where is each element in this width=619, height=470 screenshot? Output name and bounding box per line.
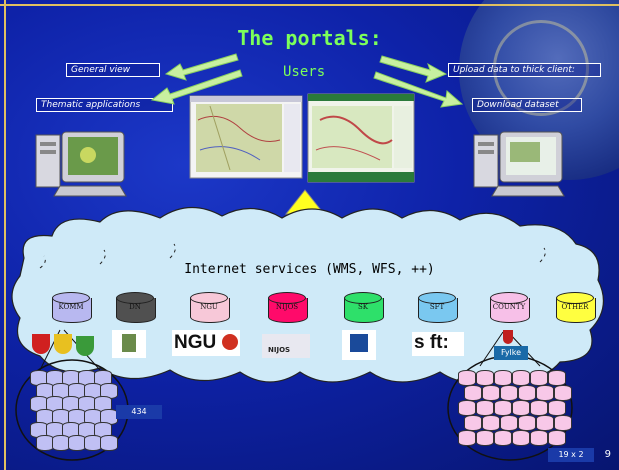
mini-database bbox=[518, 385, 536, 401]
mini-database bbox=[458, 430, 476, 446]
mini-database bbox=[482, 385, 500, 401]
mini-database bbox=[530, 430, 548, 446]
gold-frame-left bbox=[4, 0, 6, 470]
database-other: OTHER bbox=[556, 292, 596, 323]
right-count-badge: 19 x 2 bbox=[548, 448, 594, 462]
database-label: OTHER bbox=[561, 303, 589, 311]
ngu-logo-text: NGU bbox=[174, 332, 217, 353]
mini-database bbox=[464, 385, 482, 401]
database-label: DN bbox=[129, 303, 141, 311]
database-sk: SK bbox=[344, 292, 384, 323]
mini-database bbox=[494, 430, 512, 446]
municipal-shield-green bbox=[76, 336, 94, 356]
database-label: KOMM bbox=[58, 303, 84, 311]
arrow-to-general-view bbox=[164, 53, 239, 81]
mini-database bbox=[554, 385, 572, 401]
callout-right-1 bbox=[479, 331, 504, 367]
fylke-shield bbox=[503, 330, 513, 344]
mini-database bbox=[476, 370, 494, 386]
mini-database bbox=[500, 415, 518, 431]
download-dataset-box: Download dataset bbox=[472, 98, 582, 112]
general-view-box: General view bbox=[66, 63, 160, 77]
mini-database bbox=[536, 415, 554, 431]
users-label: Users bbox=[283, 64, 326, 80]
arrow-to-thematic bbox=[150, 69, 243, 105]
mini-database bbox=[548, 430, 566, 446]
internet-services-label: Internet services (WMS, WFS, ++) bbox=[184, 262, 435, 277]
mini-database bbox=[536, 385, 554, 401]
database-label: NIJOS bbox=[275, 303, 299, 311]
mini-database bbox=[100, 435, 118, 451]
mini-database bbox=[476, 400, 494, 416]
map-screenshot-1 bbox=[189, 95, 303, 179]
database-label: NGU bbox=[200, 303, 218, 311]
mini-database bbox=[464, 415, 482, 431]
dn-logo bbox=[112, 330, 146, 358]
fylke-badge: Fylke bbox=[494, 346, 528, 360]
mini-database bbox=[530, 370, 548, 386]
ngu-logo: NGU bbox=[172, 330, 240, 356]
mini-database bbox=[494, 370, 512, 386]
left-count-badge: 434 bbox=[116, 405, 162, 419]
mini-database bbox=[476, 430, 494, 446]
thematic-applications-box: Thematic applications bbox=[36, 98, 173, 112]
nijos-logo: NIJOS bbox=[262, 334, 310, 358]
cloud-wisps bbox=[39, 243, 546, 269]
seal-ring-decoration bbox=[493, 20, 589, 116]
arrow-to-download bbox=[373, 71, 464, 108]
page-number: 9 bbox=[604, 449, 611, 460]
upload-data-box: Upload data to thick client: bbox=[448, 63, 601, 77]
municipal-shield-red bbox=[32, 334, 50, 354]
mini-database bbox=[518, 415, 536, 431]
mini-database bbox=[548, 400, 566, 416]
municipal-logos bbox=[32, 334, 98, 356]
computer-right bbox=[473, 131, 565, 197]
sft-logo: s ft: bbox=[412, 332, 464, 356]
municipal-shield-yellow bbox=[54, 334, 72, 354]
arrow-to-upload bbox=[379, 55, 448, 83]
slide-title: The portals: bbox=[237, 26, 382, 50]
mini-database bbox=[458, 400, 476, 416]
gold-frame-top bbox=[0, 4, 619, 6]
database-komm: KOMM bbox=[52, 292, 92, 323]
mini-database bbox=[512, 430, 530, 446]
mini-database bbox=[548, 370, 566, 386]
nijos-logo-text: NIJOS bbox=[268, 346, 291, 354]
mini-database bbox=[458, 370, 476, 386]
mini-database bbox=[512, 400, 530, 416]
computer-left bbox=[35, 131, 127, 197]
mini-database bbox=[530, 400, 548, 416]
mini-database bbox=[494, 400, 512, 416]
sft-logo-text: s ft: bbox=[414, 332, 449, 353]
mini-database bbox=[554, 415, 572, 431]
database-label: SFT bbox=[429, 303, 445, 311]
map-screenshot-2 bbox=[307, 93, 415, 183]
database-sft: SFT bbox=[418, 292, 458, 323]
sk-logo bbox=[342, 330, 376, 360]
database-ngu: NGU bbox=[190, 292, 230, 323]
database-dn: DN bbox=[116, 292, 156, 323]
database-nijos: NIJOS bbox=[268, 292, 308, 323]
mini-database bbox=[500, 385, 518, 401]
database-label: SK bbox=[357, 303, 369, 311]
mini-database bbox=[512, 370, 530, 386]
database-label: COUNTY bbox=[492, 303, 526, 311]
database-county: COUNTY bbox=[490, 292, 530, 323]
mini-database bbox=[482, 415, 500, 431]
